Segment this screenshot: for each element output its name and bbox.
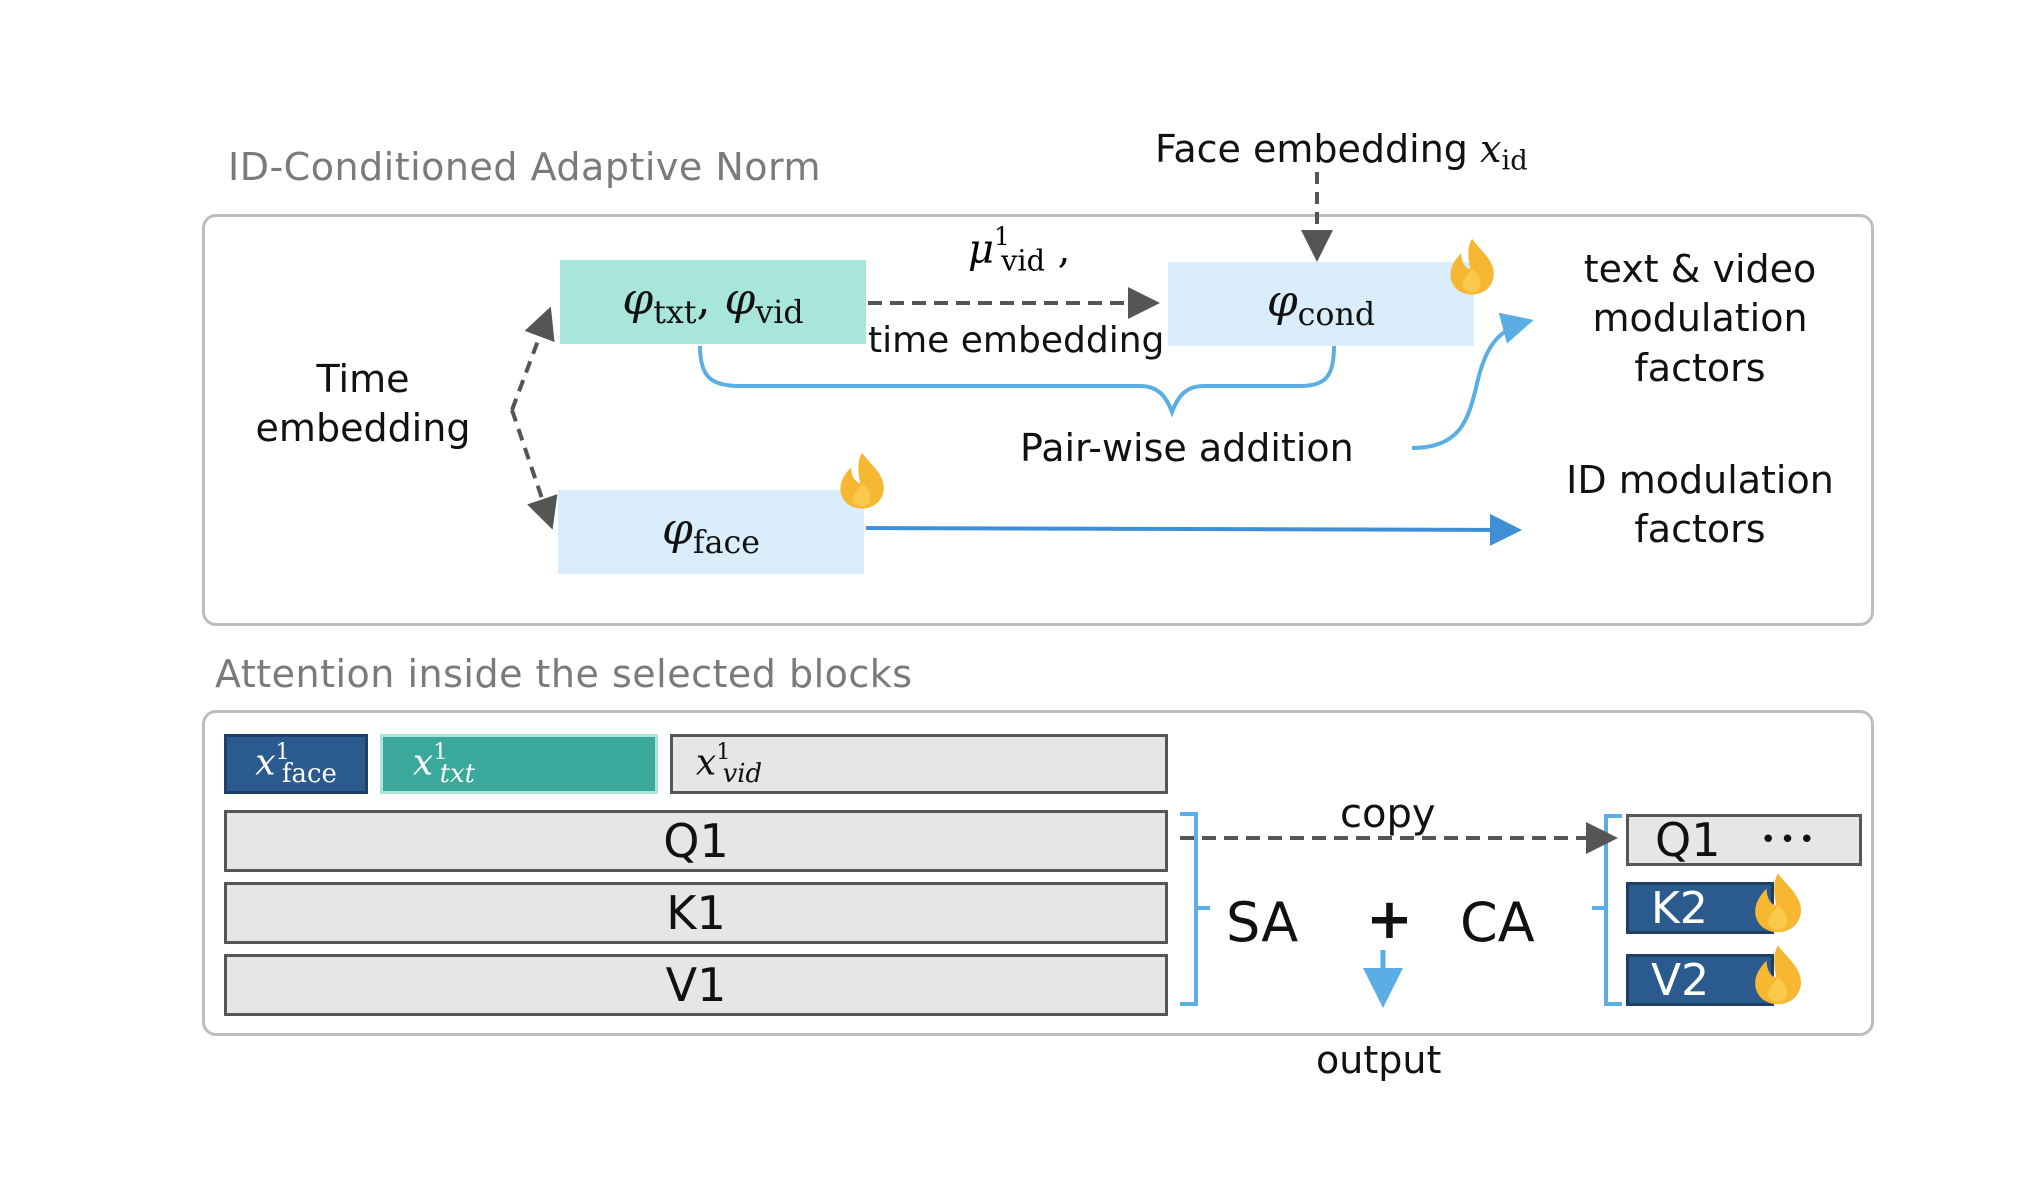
- x-vid-label: x1vid: [695, 739, 763, 789]
- time-embedding-label: Time embedding: [255, 357, 471, 451]
- face-embedding-label: Face embedding xid: [1155, 125, 1528, 179]
- text-video-modulation-label: text & video modulation factors: [1583, 247, 1817, 390]
- x-face-token-box: x1face: [224, 734, 368, 794]
- plus-label: +: [1366, 887, 1413, 952]
- x-txt-label: x1txt: [412, 739, 476, 789]
- sa-label: SA: [1226, 891, 1299, 954]
- ellipsis: •••: [1760, 825, 1819, 855]
- face-embedding-var: xid: [1480, 127, 1528, 177]
- mu-vid-label: μ1vid ,: [968, 222, 1071, 278]
- pairwise-addition-label: Pair-wise addition: [1020, 426, 1354, 470]
- flame-v2-icon: [1755, 945, 1801, 1005]
- output-label: output: [1316, 1038, 1442, 1082]
- q1-right-bar: Q1 •••: [1626, 813, 1862, 867]
- phi-face-box: φface: [558, 490, 864, 574]
- time-to-phi-txt-arrow: [510, 306, 555, 411]
- id-modulation-label: ID modulation factors: [1566, 458, 1834, 552]
- x-face-label: x1face: [255, 739, 337, 789]
- x-txt-token-box: x1txt: [380, 734, 658, 794]
- face-embedding-text: Face embedding: [1155, 127, 1468, 171]
- ca-label: CA: [1460, 891, 1535, 954]
- time-embedding-arrow-label: time embedding: [868, 320, 1165, 361]
- phi-txt-vid-label: φtxt, φvid: [622, 273, 804, 331]
- adaptive-norm-panel: [202, 214, 1874, 626]
- v1-bar: V1: [224, 954, 1168, 1016]
- flame-k2-icon: [1755, 873, 1801, 933]
- k2-box: K2: [1626, 882, 1774, 934]
- phi-cond-label: φcond: [1266, 275, 1376, 333]
- ca-bracket: [1604, 814, 1622, 1006]
- time-to-phi-face-arrow: [510, 409, 558, 530]
- phi-cond-box: φcond: [1168, 262, 1474, 346]
- x-vid-token-box: x1vid: [670, 734, 1168, 794]
- to-tv-modulation-arrow: [1411, 312, 1534, 450]
- to-id-modulation-arrow: [865, 513, 1522, 546]
- pairwise-brace: [698, 345, 1336, 418]
- k1-bar: K1: [224, 882, 1168, 944]
- q1-right-label: Q1: [1655, 813, 1721, 867]
- v2-box: V2: [1626, 954, 1774, 1006]
- sa-bracket-top: [1180, 812, 1198, 1006]
- flame-cond-icon: [1450, 238, 1494, 295]
- copy-label: copy: [1340, 791, 1436, 837]
- bottom-section-title: Attention inside the selected blocks: [215, 652, 913, 696]
- top-section-title: ID-Conditioned Adaptive Norm: [228, 145, 821, 189]
- phi-txt-vid-box: φtxt, φvid: [560, 260, 866, 344]
- flame-face-icon: [840, 452, 884, 509]
- q1-bar: Q1: [224, 810, 1168, 872]
- phi-face-label: φface: [662, 503, 760, 561]
